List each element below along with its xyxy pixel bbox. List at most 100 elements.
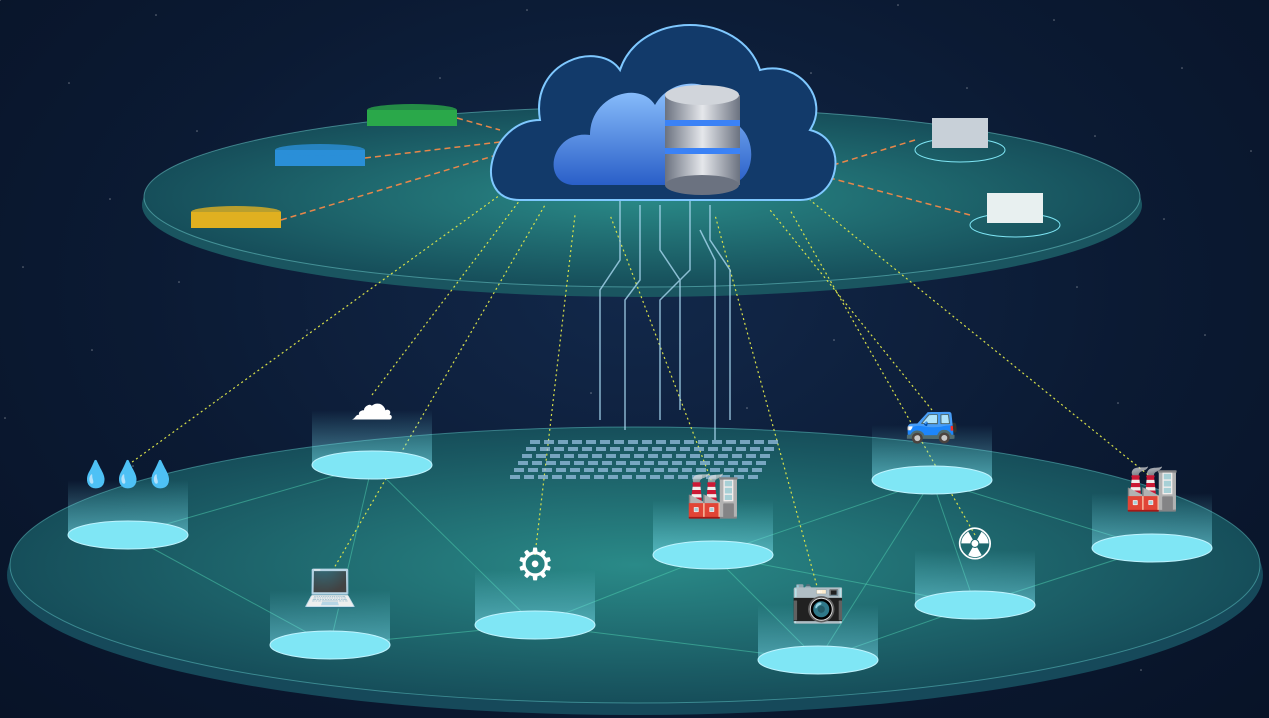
- grid-cell: [518, 461, 528, 465]
- grid-cell: [626, 468, 636, 472]
- star: [526, 9, 528, 11]
- star: [810, 72, 812, 74]
- grid-cell: [510, 475, 520, 479]
- concrete-mixer-icon: ⚙: [515, 540, 554, 591]
- grid-cell: [676, 454, 686, 458]
- grid-cell: [642, 440, 652, 444]
- device-pedestal: ☢: [914, 520, 1036, 620]
- grid-cell: [650, 475, 660, 479]
- grid-cell: [586, 440, 596, 444]
- grid-cell: [584, 468, 594, 472]
- grid-cell: [652, 447, 662, 451]
- grid-cell: [756, 461, 766, 465]
- grid-cell: [596, 447, 606, 451]
- star: [178, 281, 180, 283]
- grid-cell: [628, 440, 638, 444]
- device-pedestal: 🏭: [652, 470, 774, 570]
- grid-cell: [682, 468, 692, 472]
- grid-cell: [668, 468, 678, 472]
- star: [746, 407, 748, 409]
- star: [68, 82, 70, 84]
- grid-cell: [624, 447, 634, 451]
- grid-cell: [634, 454, 644, 458]
- grid-cell: [754, 440, 764, 444]
- cloud-icon: ☁: [350, 380, 394, 431]
- device-pedestal: 🏭: [1091, 463, 1213, 563]
- grid-cell: [746, 454, 756, 458]
- grid-cell: [654, 468, 664, 472]
- star: [1204, 334, 1206, 336]
- grid-cell: [706, 475, 716, 479]
- grid-cell: [612, 468, 622, 472]
- grid-cell: [594, 475, 604, 479]
- device-pedestal: ⚙: [474, 540, 596, 640]
- star: [109, 198, 111, 200]
- star: [897, 4, 899, 6]
- data-link: [371, 199, 521, 396]
- grid-cell: [556, 468, 566, 472]
- grid-cell: [538, 475, 548, 479]
- grid-cell: [636, 475, 646, 479]
- grid-cell: [614, 440, 624, 444]
- star: [1117, 402, 1119, 404]
- grid-cell: [672, 461, 682, 465]
- grid-cell: [752, 468, 762, 472]
- grid-cell: [718, 454, 728, 458]
- grid-cell: [678, 475, 688, 479]
- grid-cell: [630, 461, 640, 465]
- grid-cell: [648, 454, 658, 458]
- grid-cell: [708, 447, 718, 451]
- grid-cell: [690, 454, 700, 458]
- star: [966, 87, 968, 89]
- star: [155, 14, 157, 16]
- office-building-icon: [969, 193, 1061, 238]
- grid-cell: [720, 475, 730, 479]
- factory-building-icon: [914, 118, 1006, 163]
- upload-arrow: [280, 153, 501, 221]
- grid-cell: [544, 440, 554, 444]
- grid-cell: [550, 454, 560, 458]
- star: [1076, 286, 1078, 288]
- database-icon: [665, 85, 740, 195]
- grid-cell: [664, 475, 674, 479]
- cloud-storage-icon: [490, 24, 837, 201]
- grid-cell: [514, 468, 524, 472]
- upload-arrow: [829, 177, 971, 216]
- grid-cell: [568, 447, 578, 451]
- grid-cell: [768, 440, 778, 444]
- star: [219, 397, 221, 399]
- data-link: [809, 199, 1153, 479]
- grid-cell: [564, 454, 574, 458]
- grid-cell: [570, 468, 580, 472]
- grid-cell: [738, 468, 748, 472]
- device-pedestal: 💻: [269, 560, 391, 660]
- grid-cell: [526, 447, 536, 451]
- star: [132, 465, 134, 467]
- grid-cell: [558, 440, 568, 444]
- car-icon: 🚙: [905, 395, 960, 446]
- data-link: [127, 194, 501, 466]
- grid-cell: [606, 454, 616, 458]
- iot-devices: 💧💧💧☁💻⚙🏭📷🚙☢🏭: [67, 380, 1213, 675]
- data-link: [789, 209, 976, 536]
- grid-cell: [740, 440, 750, 444]
- star: [1250, 150, 1252, 152]
- grid-cell: [560, 461, 570, 465]
- grid-cell: [736, 447, 746, 451]
- grid-cell: [638, 447, 648, 451]
- grid-cell: [578, 454, 588, 458]
- grid-cell: [666, 447, 676, 451]
- grid-cell: [552, 475, 562, 479]
- grid-cell: [574, 461, 584, 465]
- laptop-icon: 💻: [303, 560, 358, 611]
- star: [833, 339, 835, 341]
- data-link: [329, 204, 546, 576]
- grid-cell: [546, 461, 556, 465]
- star: [1163, 218, 1165, 220]
- grid-cell: [728, 461, 738, 465]
- upload-arrow: [364, 141, 501, 159]
- grid-cell: [704, 454, 714, 458]
- circuit-lines: [599, 200, 731, 440]
- device-pedestal: 💧💧💧: [67, 459, 189, 550]
